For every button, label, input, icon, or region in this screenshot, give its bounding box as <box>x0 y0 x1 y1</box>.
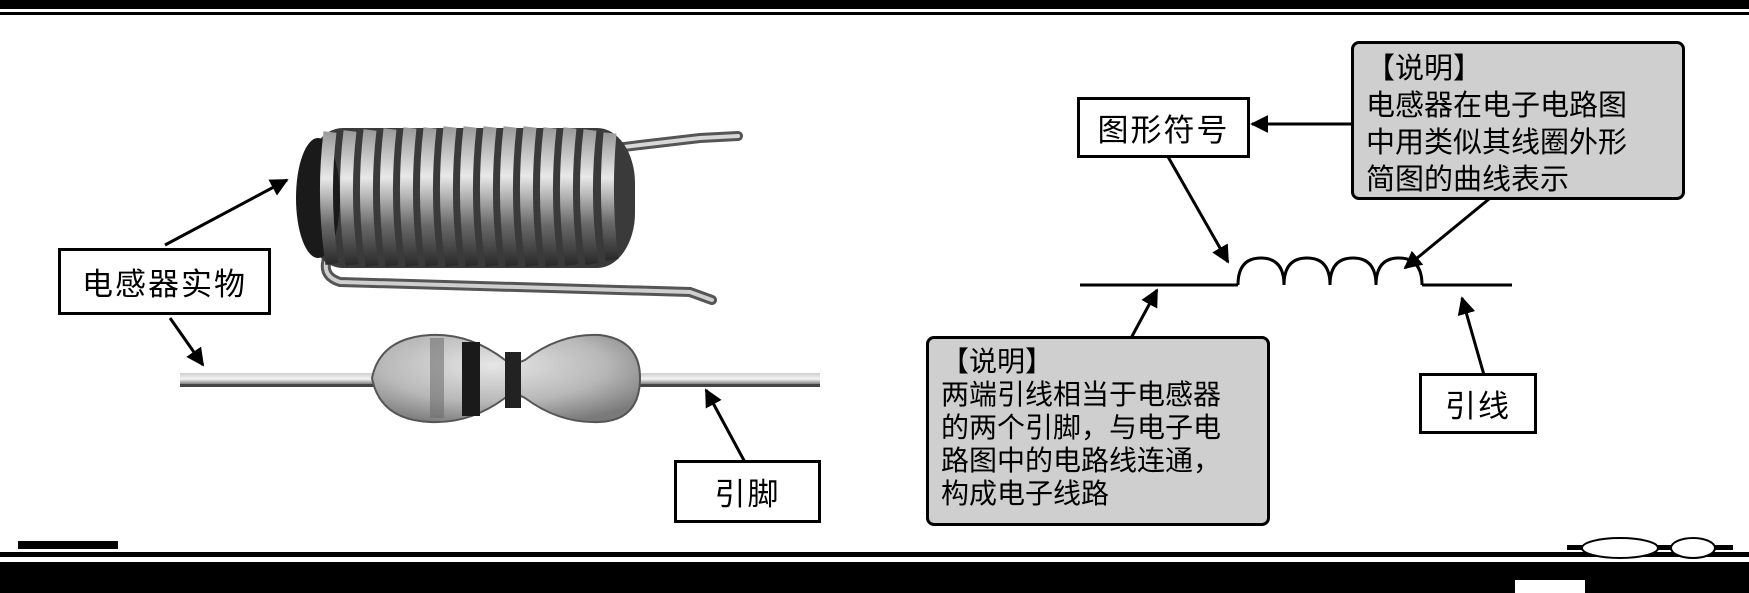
right-callout-arrows <box>1128 115 1501 376</box>
note-lead-explanation: 【说明】 两端引线相当于电感器 的两个引脚，与电子电 路图中的电路线连通， 构成… <box>926 336 1270 526</box>
note-symbol-line-1: 【说明】 <box>1366 51 1483 85</box>
label-lead-wire: 引线 <box>1419 373 1537 434</box>
bottom-border-rule <box>0 552 1749 557</box>
note-symbol-line-2: 电感器在电子电路图 <box>1366 88 1628 122</box>
note-symbol-line-3: 中用类似其线圈外形 <box>1366 125 1628 159</box>
inductor-schematic-symbol <box>1080 256 1512 287</box>
footer-short-bar <box>18 541 118 549</box>
note-lead-line-5: 构成电子线路 <box>941 477 1110 510</box>
label-lead-wire-text: 引线 <box>1445 389 1511 425</box>
footer-resistor-icon <box>1567 537 1733 559</box>
label-graphic-symbol-text: 图形符号 <box>1097 113 1230 149</box>
bottom-band-notch <box>1515 580 1585 593</box>
label-graphic-symbol: 图形符号 <box>1077 97 1250 158</box>
color-ring-inductor-image <box>180 333 820 424</box>
label-inductor-real: 电感器实物 <box>58 248 271 315</box>
note-symbol-line-4: 简图的曲线表示 <box>1366 162 1570 196</box>
bottom-border-band <box>0 562 1749 593</box>
label-lead-pin-text: 引脚 <box>714 477 781 513</box>
top-border-rule <box>0 0 1749 9</box>
label-lead-pin: 引脚 <box>674 460 821 523</box>
note-lead-line-2: 两端引线相当于电感器 <box>941 378 1222 411</box>
color-band-0 <box>430 338 444 418</box>
note-lead-line-3: 的两个引脚，与电子电 <box>941 411 1222 444</box>
note-lead-line-4: 路图中的电路线连通， <box>941 444 1222 477</box>
note-symbol-explanation: 【说明】 电感器在电子电路图 中用类似其线圈外形 简图的曲线表示 <box>1351 41 1685 200</box>
left-callout-arrows <box>164 178 749 467</box>
coil-inductor-image <box>296 126 743 305</box>
coil-turns <box>319 126 619 267</box>
top-border-thin-rule <box>0 12 1749 15</box>
note-lead-line-1: 【说明】 <box>941 345 1054 378</box>
symbol-coil <box>1236 256 1424 286</box>
label-inductor-real-text: 电感器实物 <box>82 267 247 303</box>
color-band-2 <box>505 352 521 408</box>
color-band-1 <box>462 342 480 416</box>
